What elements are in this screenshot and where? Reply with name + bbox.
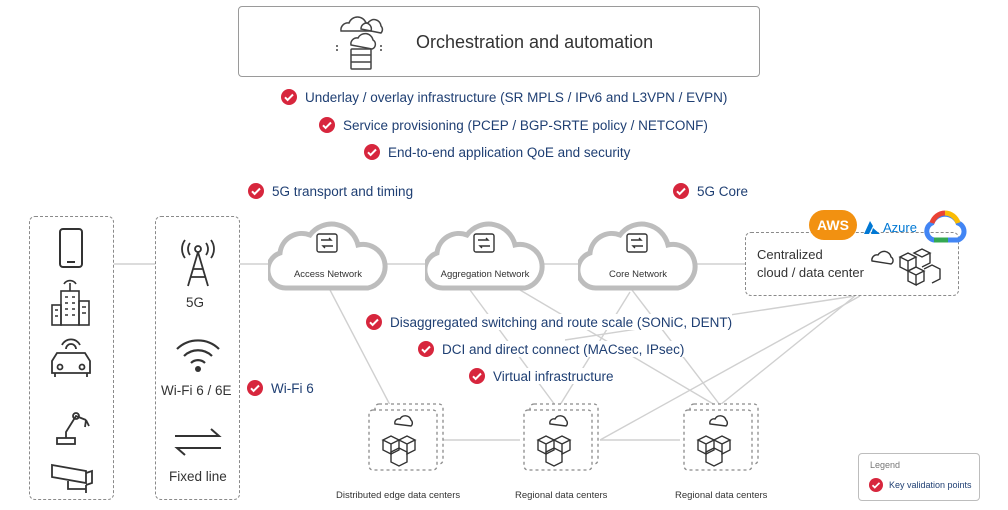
- check-icon: [469, 368, 485, 384]
- camera-icon: [51, 463, 93, 493]
- core-network-label: Core Network: [608, 269, 668, 280]
- access-panel: 5G Wi-Fi 6 / 6E Fixed line: [155, 216, 240, 500]
- centralized-line2: cloud / data center: [757, 265, 864, 280]
- wifi-label: Wi-Fi 6 / 6E: [161, 383, 232, 398]
- azure-logo: Azure: [864, 220, 917, 235]
- check-service: Service provisioning (PCEP / BGP-SRTE po…: [319, 117, 708, 133]
- check-switching: Disaggregated switching and route scale …: [366, 314, 733, 330]
- check-icon: [247, 380, 263, 396]
- fixed-line-label: Fixed line: [169, 469, 227, 484]
- aggregation-network-cloud: [425, 221, 545, 291]
- access-network-cloud: [268, 221, 388, 291]
- centralized-line1: Centralized: [757, 247, 823, 262]
- azure-icon: [864, 220, 880, 234]
- check-icon: [281, 89, 297, 105]
- car-icon: [51, 338, 91, 377]
- legend-title: Legend: [870, 460, 901, 470]
- server-cube-icon: [536, 415, 572, 467]
- google-cloud-icon: [924, 210, 967, 243]
- qoe-text: End-to-end application QoE and security: [388, 144, 631, 160]
- dci-text: DCI and direct connect (MACsec, IPsec): [442, 341, 685, 357]
- router-icon: [626, 233, 648, 253]
- transport-text: 5G transport and timing: [272, 183, 414, 199]
- wifi-text: Wi-Fi 6: [271, 380, 314, 396]
- orchestration-box: Orchestration and automation: [238, 6, 760, 77]
- service-text: Service provisioning (PCEP / BGP-SRTE po…: [343, 117, 708, 133]
- router-icon: [316, 233, 338, 253]
- arrows-icon: [174, 428, 222, 456]
- switching-text: Disaggregated switching and route scale …: [390, 314, 733, 330]
- underlay-text: Underlay / overlay infrastructure (SR MP…: [305, 89, 728, 105]
- robot-arm-icon: [56, 412, 90, 445]
- aggregation-network-label: Aggregation Network: [440, 269, 530, 280]
- aws-text: AWS: [817, 217, 849, 233]
- check-icon: [248, 183, 264, 199]
- cell-tower-icon: [181, 239, 215, 287]
- server-cube-icon: [696, 415, 732, 467]
- orchestration-title: Orchestration and automation: [416, 32, 654, 52]
- check-underlay: Underlay / overlay infrastructure (SR MP…: [281, 89, 727, 105]
- check-qoe: End-to-end application QoE and security: [364, 144, 630, 160]
- check-core: 5G Core: [673, 183, 748, 199]
- regional-dc-label-2: Regional data centers: [675, 490, 768, 501]
- check-icon: [418, 341, 434, 357]
- smartphone-icon: [59, 228, 83, 268]
- legend-item-text: Key validation points: [889, 480, 972, 490]
- aws-logo: AWS: [809, 210, 857, 240]
- wifi-icon: [176, 339, 220, 372]
- router-icon: [473, 233, 495, 253]
- check-icon: [319, 117, 335, 133]
- building-icon: [51, 279, 90, 326]
- check-icon: [364, 144, 380, 160]
- server-cube-icon: [871, 248, 941, 287]
- azure-text: Azure: [883, 220, 917, 235]
- 5g-label: 5G: [186, 295, 205, 310]
- virtual-text: Virtual infrastructure: [493, 368, 614, 384]
- access-network-label: Access Network: [293, 269, 363, 280]
- check-wifi: Wi-Fi 6: [247, 380, 314, 396]
- centralized-cloud-box: Centralized cloud / data center: [745, 232, 959, 296]
- edge-dc-icon: [368, 403, 444, 471]
- cloud-server-icon: [336, 16, 384, 70]
- legend-box: Legend Key validation points: [858, 453, 980, 501]
- legend-item: Key validation points: [869, 478, 972, 492]
- server-cube-icon: [381, 415, 417, 467]
- check-transport: 5G transport and timing: [248, 183, 413, 199]
- core-text: 5G Core: [697, 183, 749, 199]
- check-icon: [366, 314, 382, 330]
- regional-dc-icon-1: [523, 403, 599, 471]
- regional-dc-icon-2: [683, 403, 759, 471]
- core-network-cloud: [578, 221, 698, 291]
- devices-panel: [29, 216, 114, 500]
- check-virtual: Virtual infrastructure: [469, 368, 614, 384]
- edge-dc-label: Distributed edge data centers: [336, 490, 461, 501]
- check-icon: [673, 183, 689, 199]
- regional-dc-label-1: Regional data centers: [515, 490, 608, 501]
- check-icon: [869, 478, 883, 492]
- check-dci: DCI and direct connect (MACsec, IPsec): [418, 341, 685, 357]
